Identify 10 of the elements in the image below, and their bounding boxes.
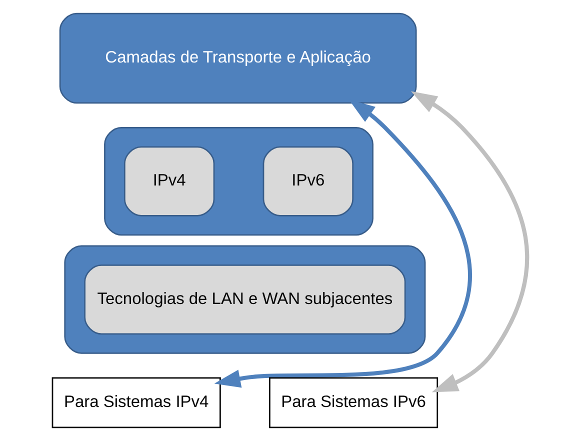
node-box: Para Sistemas IPv6 [268,377,438,428]
arrow [410,91,529,392]
cluster [64,245,426,354]
node-box: IPv6 [262,146,354,216]
node-box: Para Sistemas IPv4 [51,377,220,428]
node-box: Camadas de Transporte e Aplicação [58,12,416,104]
node-box: Tecnologias de LAN e WAN subjacentes [84,264,406,335]
cluster [104,127,373,236]
arrow [214,100,472,388]
node-box: IPv4 [123,146,214,216]
